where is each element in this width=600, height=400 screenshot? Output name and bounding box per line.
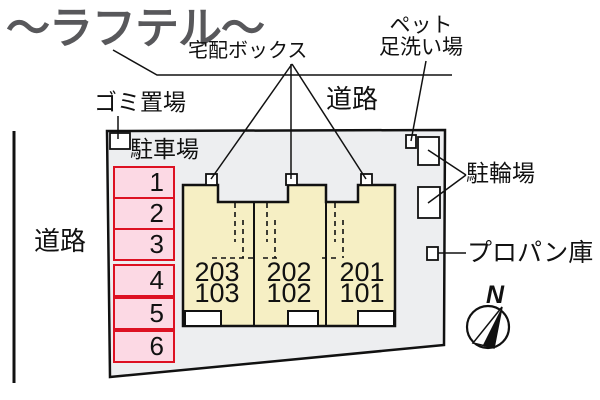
parking-space-6: 6 xyxy=(113,330,175,363)
garbage-area-marker xyxy=(109,132,131,150)
unit-1-upper: 203 xyxy=(194,257,240,287)
delivery-box-marker-1 xyxy=(205,173,218,186)
label-road-top: 道路 xyxy=(326,84,379,114)
pet-wash-pointer xyxy=(410,60,427,142)
parking-space-3: 3 xyxy=(113,228,175,261)
delivery-pointer-3 xyxy=(291,63,367,180)
unit-label-1: 203 103 xyxy=(182,257,252,308)
page-title: ～ラフテル～ xyxy=(6,4,265,53)
unit-3-upper: 201 xyxy=(339,257,385,287)
bicycle-pointer-2 xyxy=(427,174,467,204)
compass xyxy=(465,304,511,350)
compass-needle-fill xyxy=(483,307,502,348)
unit-label-3: 201 101 xyxy=(327,257,397,308)
porch-unit-1 xyxy=(184,310,222,327)
label-propane-storage: プロパン庫 xyxy=(467,239,594,267)
pet-wash-marker xyxy=(405,134,417,149)
porch-unit-2 xyxy=(287,310,319,327)
bicycle-pointer-1 xyxy=(427,149,467,176)
unit-1-lower: 103 xyxy=(194,278,240,308)
parking-space-1: 1 xyxy=(113,166,175,199)
parking-space-5: 5 xyxy=(113,297,175,330)
label-parking-lot: 駐車場 xyxy=(130,136,199,162)
label-pet-line2: 足洗い場 xyxy=(379,36,463,59)
label-pet-line1: ペット xyxy=(389,14,453,37)
compass-north-label: N xyxy=(486,281,505,309)
label-road-left: 道路 xyxy=(34,226,87,256)
stair-dashed-lines xyxy=(212,203,344,259)
parking-space-4: 4 xyxy=(113,264,175,297)
unit-2-lower: 102 xyxy=(266,278,312,308)
unit-3-lower: 101 xyxy=(339,278,385,308)
delivery-box-marker-3 xyxy=(360,173,373,186)
label-bicycle-parking: 駐輪場 xyxy=(466,160,535,186)
unit-2-upper: 202 xyxy=(266,257,312,287)
parking-space-2: 2 xyxy=(113,197,175,230)
title-pointer-line xyxy=(112,49,452,76)
label-garbage-area: ゴミ置場 xyxy=(94,89,186,115)
porch-unit-3 xyxy=(357,310,395,327)
unit-label-2: 202 102 xyxy=(254,257,324,308)
label-delivery-box: 宅配ボックス xyxy=(188,40,308,62)
propane-marker xyxy=(426,246,439,261)
delivery-pointer-1 xyxy=(210,63,293,180)
label-pet-foot-wash: ペット 足洗い場 xyxy=(371,15,471,59)
